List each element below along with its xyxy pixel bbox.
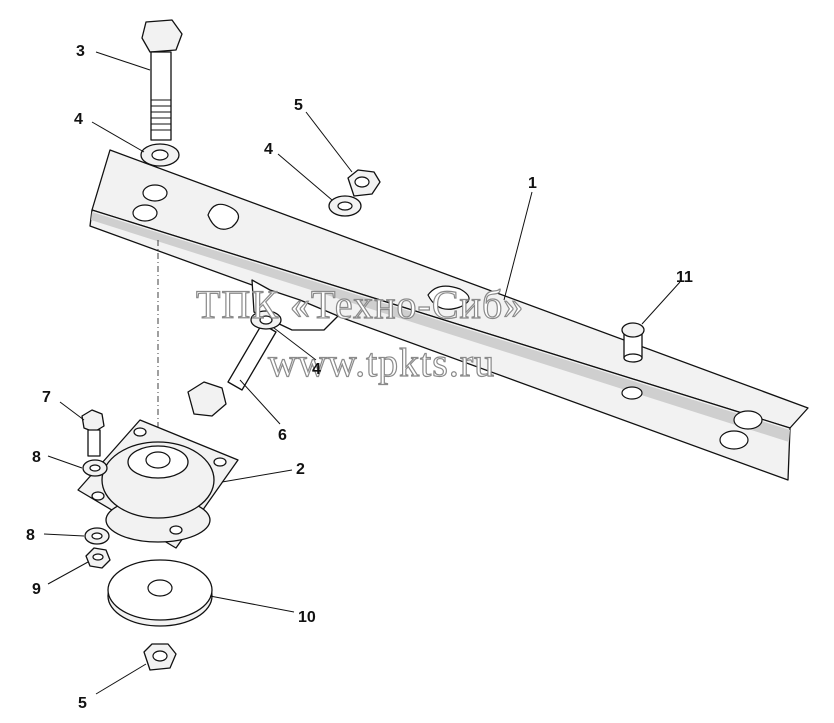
callout-2: 2 <box>296 461 305 478</box>
callout-7: 7 <box>42 389 51 406</box>
washer-4-top <box>140 143 180 167</box>
washer-4-right <box>328 195 362 217</box>
callout-labels: 3 4 5 4 1 11 4 6 7 8 2 8 9 10 5 <box>26 43 693 712</box>
large-washer-10 <box>107 559 213 627</box>
callout-10: 10 <box>298 609 316 626</box>
callout-11: 11 <box>676 269 693 286</box>
nut-5-bottom <box>143 643 177 671</box>
callout-4: 4 <box>264 141 273 158</box>
nut-9 <box>85 547 111 569</box>
watermark-company: ТПК «Техно-Сиб» <box>196 282 524 327</box>
pin-11 <box>621 322 645 363</box>
leader-lines <box>43 51 681 695</box>
callout-1: 1 <box>528 175 537 192</box>
bolt-7 <box>81 409 105 457</box>
callout-4: 4 <box>74 111 83 128</box>
bolt-3 <box>141 19 183 141</box>
callout-8: 8 <box>32 449 41 466</box>
washer-8-top <box>82 459 108 477</box>
callout-3: 3 <box>76 43 85 60</box>
bolt-6 <box>187 323 277 417</box>
rubber-mount-2 <box>77 419 239 549</box>
washer-8-lower <box>84 527 110 545</box>
callout-5: 5 <box>78 695 87 712</box>
nut-5-top <box>347 169 381 197</box>
callout-5: 5 <box>294 97 303 114</box>
callout-4: 4 <box>312 361 321 378</box>
callout-9: 9 <box>32 581 41 598</box>
watermark-url: www.tpkts.ru <box>268 340 495 385</box>
washer-4-lower <box>250 310 282 330</box>
callout-8: 8 <box>26 527 35 544</box>
callout-6: 6 <box>278 427 287 444</box>
